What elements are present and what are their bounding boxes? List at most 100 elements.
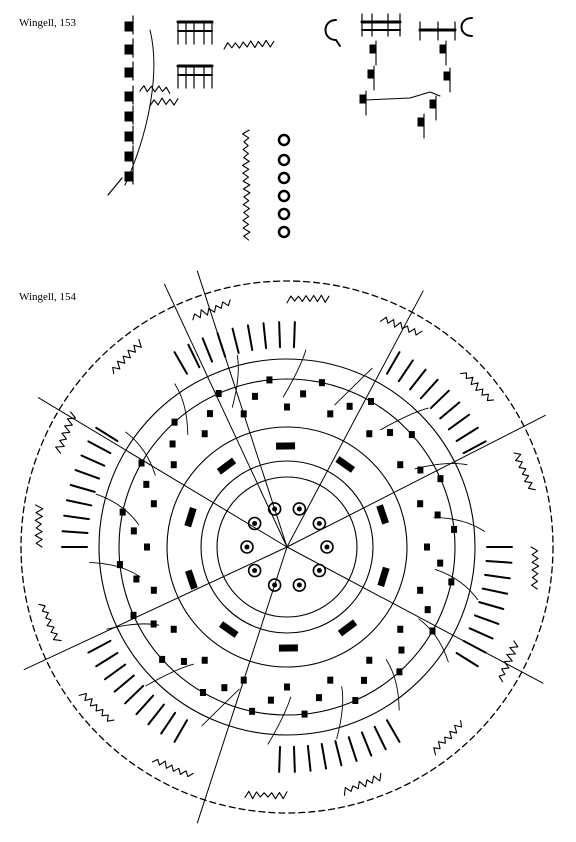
note-head <box>361 676 367 684</box>
spiral-glyph <box>312 516 327 531</box>
note-head <box>417 466 424 474</box>
note-head <box>366 430 373 438</box>
note-head <box>130 611 137 619</box>
leader-line <box>336 686 344 740</box>
radial-divider <box>286 290 424 548</box>
note-head <box>301 710 308 718</box>
leader-line <box>95 493 140 526</box>
handwritten-note <box>139 85 171 94</box>
round-note <box>277 207 291 221</box>
ligature-block <box>278 644 298 652</box>
note-head <box>124 67 133 78</box>
note-stem <box>124 684 145 705</box>
note-head <box>240 410 247 418</box>
note-stem <box>63 514 90 521</box>
note-head <box>267 696 274 704</box>
handwritten-annotation <box>513 452 536 491</box>
mensuration-c <box>460 17 473 37</box>
note-head <box>124 91 133 102</box>
leader-line <box>125 431 156 476</box>
note-head <box>159 655 166 663</box>
note-head <box>144 543 150 551</box>
note-head <box>201 430 208 438</box>
round-note <box>277 189 291 203</box>
handwritten-annotation <box>55 411 77 454</box>
note-head <box>221 684 228 692</box>
spiral-glyph <box>292 578 307 592</box>
note-stem <box>360 731 373 757</box>
note-head <box>316 694 323 702</box>
spiral-dot <box>316 520 322 526</box>
note-head <box>396 668 403 676</box>
note-stem <box>439 401 461 420</box>
note-stem <box>147 703 165 726</box>
leader-line <box>414 463 468 470</box>
handwritten-annotation <box>286 294 330 304</box>
concentric-rings <box>20 280 554 814</box>
leader-line <box>267 696 292 745</box>
note-head <box>170 625 177 633</box>
leader-line <box>174 383 189 435</box>
note-stem <box>278 745 282 773</box>
note-head <box>424 606 431 614</box>
spiral-dot <box>244 544 250 550</box>
note-head <box>124 44 133 55</box>
leader-line <box>145 663 194 687</box>
bracket-curve <box>124 29 155 186</box>
handwritten-note <box>223 39 275 50</box>
note-head <box>352 696 359 704</box>
note-stem <box>455 651 479 668</box>
note-head <box>437 559 444 567</box>
note-stem <box>306 744 312 772</box>
note-head <box>201 656 208 664</box>
leader-line <box>385 659 400 711</box>
handwritten-annotation <box>343 772 382 796</box>
note-stem <box>95 426 119 443</box>
note-head <box>366 656 373 664</box>
note-head <box>143 480 150 488</box>
radial-divider <box>286 414 546 548</box>
figure-caption-153: Wingell, 153 <box>19 17 76 29</box>
handwritten-annotation <box>192 299 231 321</box>
ring <box>20 280 554 814</box>
note-head <box>397 625 404 633</box>
note-stem <box>484 573 511 580</box>
note-head <box>417 586 424 594</box>
note-head <box>434 511 441 519</box>
round-note <box>277 225 291 239</box>
note-stem <box>397 359 414 383</box>
note-head <box>170 461 177 469</box>
ring <box>200 460 374 634</box>
spiral-glyph <box>292 502 307 516</box>
note-head <box>429 627 436 635</box>
round-note <box>277 171 291 185</box>
spiral-glyph <box>247 516 262 531</box>
note-head <box>397 461 404 469</box>
note-head <box>266 376 273 384</box>
note-head <box>124 131 133 142</box>
note-stem <box>292 745 296 773</box>
ring <box>118 378 456 716</box>
handwritten-annotation <box>379 316 423 336</box>
spiral-dot <box>316 568 322 574</box>
leader-line <box>380 407 429 431</box>
spiral-dot <box>296 506 302 512</box>
note-stem <box>429 389 450 410</box>
handwritten-note-vertical <box>241 129 251 241</box>
note-stem <box>74 469 101 480</box>
leader-line <box>282 349 307 398</box>
radial-divider <box>286 546 544 684</box>
leader-line <box>334 367 373 406</box>
note-stem <box>386 351 401 375</box>
note-head <box>300 390 307 398</box>
note-stem <box>278 321 282 349</box>
note-stem <box>262 322 268 350</box>
note-stem <box>462 639 487 654</box>
note-stem <box>409 368 427 391</box>
handwritten-annotation <box>244 790 288 800</box>
spiral-glyph <box>320 540 334 554</box>
note-head <box>408 431 415 439</box>
note-stem <box>160 711 177 735</box>
radial-divider <box>196 270 288 548</box>
